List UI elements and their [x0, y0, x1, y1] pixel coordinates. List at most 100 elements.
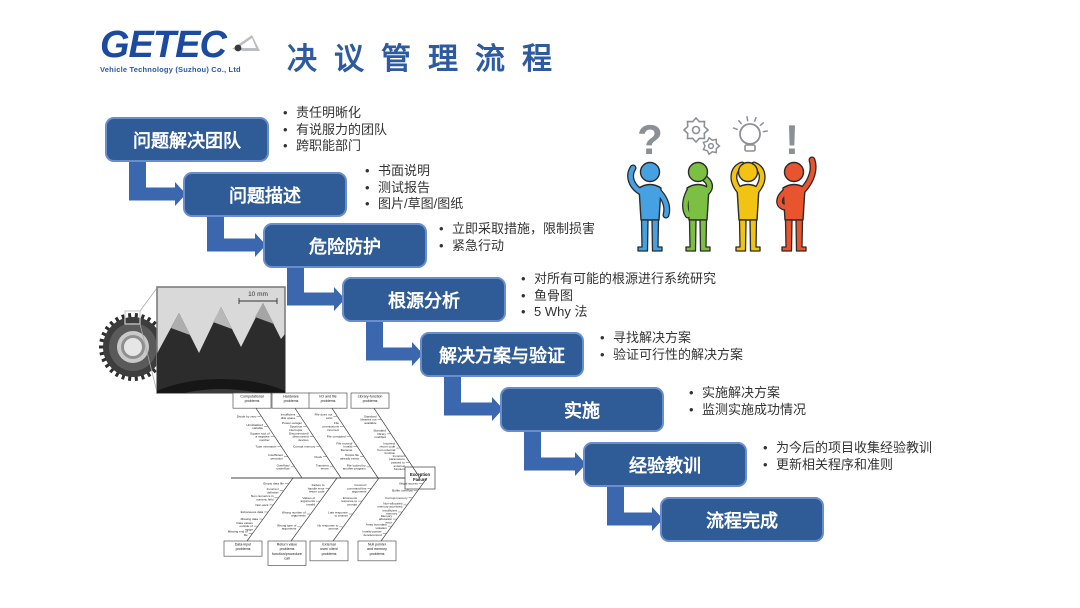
fishbone-item: File	[334, 421, 339, 425]
fishbone-item: Standard	[373, 429, 386, 433]
svg-text:call: call	[284, 556, 290, 560]
fishbone-item: invalid	[306, 503, 315, 507]
fishbone-item: variable	[252, 426, 263, 430]
fishbone-cause-bottom	[223, 540, 263, 557]
fishbone-item: Values of	[302, 496, 315, 500]
flow-step-8: 流程完成	[660, 497, 824, 542]
fishbone-item: arguments	[291, 514, 306, 518]
fishbone-item: passed to	[391, 461, 405, 465]
fishbone-item: violation	[375, 526, 387, 530]
flow-step-1: 问题解决团队	[105, 117, 269, 162]
page-title: 决议管理流程	[287, 43, 569, 76]
fishbone-cause-bottom	[267, 540, 307, 566]
people-figure: ?!	[627, 116, 817, 252]
fishbone-item: prompt	[347, 503, 357, 507]
svg-text:problems: problems	[363, 399, 378, 403]
fishbone-item: File does not	[315, 413, 333, 417]
fishbone-item: delimiter	[267, 490, 279, 494]
logo-text: GETEC	[100, 24, 227, 66]
lightbulb-icon	[732, 116, 768, 152]
fishbone-item: arguments	[300, 499, 315, 503]
svg-text:function/procedure: function/procedure	[272, 552, 302, 556]
fishbone-item: Array boundary	[366, 523, 388, 527]
fishbone-item: Non-ascii	[255, 503, 268, 507]
fishbone-cause-bottom	[357, 540, 397, 562]
svg-text:and memory: and memory	[367, 547, 387, 551]
fishbone-item: outside of	[239, 524, 253, 528]
svg-text:Exception: Exception	[410, 472, 430, 477]
bullet-item: 立即采取措施，限制损害	[438, 221, 595, 238]
fishbone-item: devices	[298, 438, 309, 442]
fishbone-item: Non-allocated	[383, 501, 402, 505]
fishbone-item: allocation	[379, 517, 392, 521]
step-4-bullets: 对所有可能的根源进行系统研究鱼骨图5 Why 法	[520, 271, 716, 321]
fishbone-item: arguments	[282, 527, 297, 531]
svg-text:Return value: Return value	[277, 543, 297, 547]
fishbone-item: Type mismatch	[256, 445, 277, 449]
person-question	[627, 161, 671, 252]
step-1-bullets: 责任明晰化有说服力的团队跨职能部门	[282, 105, 387, 155]
fishbone-item: Wrong type of	[277, 523, 296, 527]
fishbone-item: return code	[309, 490, 325, 494]
question-mark-icon: ?	[637, 116, 663, 163]
fishbone-item: filename	[341, 448, 353, 452]
fishbone-cause-top	[350, 392, 390, 409]
fishbone-item: from external	[377, 448, 395, 452]
fishbone-item: Invalid pointer	[362, 530, 381, 534]
fishbone-item: Failure to	[312, 483, 325, 487]
fishbone-item: exist	[326, 416, 333, 420]
fishbone-item: to prompt	[335, 514, 348, 518]
flow-connector-arrow	[129, 159, 186, 206]
svg-text:Library-function: Library-function	[358, 395, 383, 399]
svg-text:problems: problems	[280, 547, 295, 551]
fishbone-item: Incorrect	[383, 441, 395, 445]
fishbone-item: Overflow/	[277, 463, 290, 467]
fishbone-diagram: ExceptionFailureComputationalproblemsDiv…	[223, 392, 436, 566]
bullet-item: 测试报告	[364, 180, 463, 197]
fishbone-item: another program	[343, 467, 366, 471]
bullet-item: 监测实施成功情况	[688, 402, 806, 419]
fishbone-item: parameters	[389, 457, 405, 461]
fishbone-item: Spurious	[290, 425, 303, 429]
svg-text:Failure: Failure	[413, 477, 427, 482]
logo-swoosh-icon	[230, 33, 264, 60]
fishbone-cause-top	[308, 392, 348, 409]
fishbone-item: Missing data	[241, 517, 259, 521]
fishbone-item: Standard	[364, 414, 377, 418]
fishbone-item: Corrupt memory	[293, 445, 316, 449]
fishbone-item: Extraneous data	[241, 510, 264, 514]
gear-small	[99, 287, 167, 393]
fishbone-item: memory accessed	[377, 505, 402, 509]
flow-step-6: 实施	[500, 387, 664, 432]
fishbone-item: Insufficient	[382, 508, 397, 512]
exclamation-mark-icon: !	[785, 116, 799, 163]
fishbone-item: incorrect	[327, 428, 339, 432]
svg-text:problems: problems	[370, 552, 385, 556]
fishbone-item: available	[364, 421, 376, 425]
fishbone-item: prompt	[329, 527, 339, 531]
fishbone-cause-top	[232, 392, 272, 409]
svg-text:Computational: Computational	[240, 395, 263, 399]
gear-photo-figure: 10 mm	[99, 286, 286, 394]
fishbone-item: Buffer overflow	[392, 489, 413, 493]
bullet-item: 图片/草图/图纸	[364, 196, 463, 213]
fishbone-item: precision	[271, 456, 284, 460]
person-exclamation	[776, 156, 817, 252]
fishbone-item: permissions	[322, 425, 339, 429]
step-3-bullets: 立即采取措施，限制损害紧急行动	[438, 221, 595, 254]
svg-text:problems: problems	[321, 399, 336, 403]
fishbone-item: Clock	[314, 455, 322, 459]
flow-step-5: 解决方案与验证	[420, 332, 584, 377]
fishbone-item: Divide by zero	[237, 414, 257, 418]
scale-label: 10 mm	[248, 291, 268, 298]
svg-text:I/O and file: I/O and file	[319, 395, 336, 399]
step-6-bullets: 实施解决方案监测实施成功情况	[688, 385, 806, 418]
fishbone-item: Wrong number of	[282, 510, 306, 514]
getec-logo: GETEC Vehicle Technology (Suzhou) Co., L…	[100, 24, 290, 74]
fishbone-item: Non-numerics in	[251, 494, 274, 498]
fishbone-item: Data values	[237, 521, 254, 525]
flow-connector-arrow	[607, 484, 663, 531]
fishbone-item: Square root of	[250, 431, 270, 435]
bullet-item: 书面说明	[364, 163, 463, 180]
fishbone-item: disk space	[281, 416, 296, 420]
